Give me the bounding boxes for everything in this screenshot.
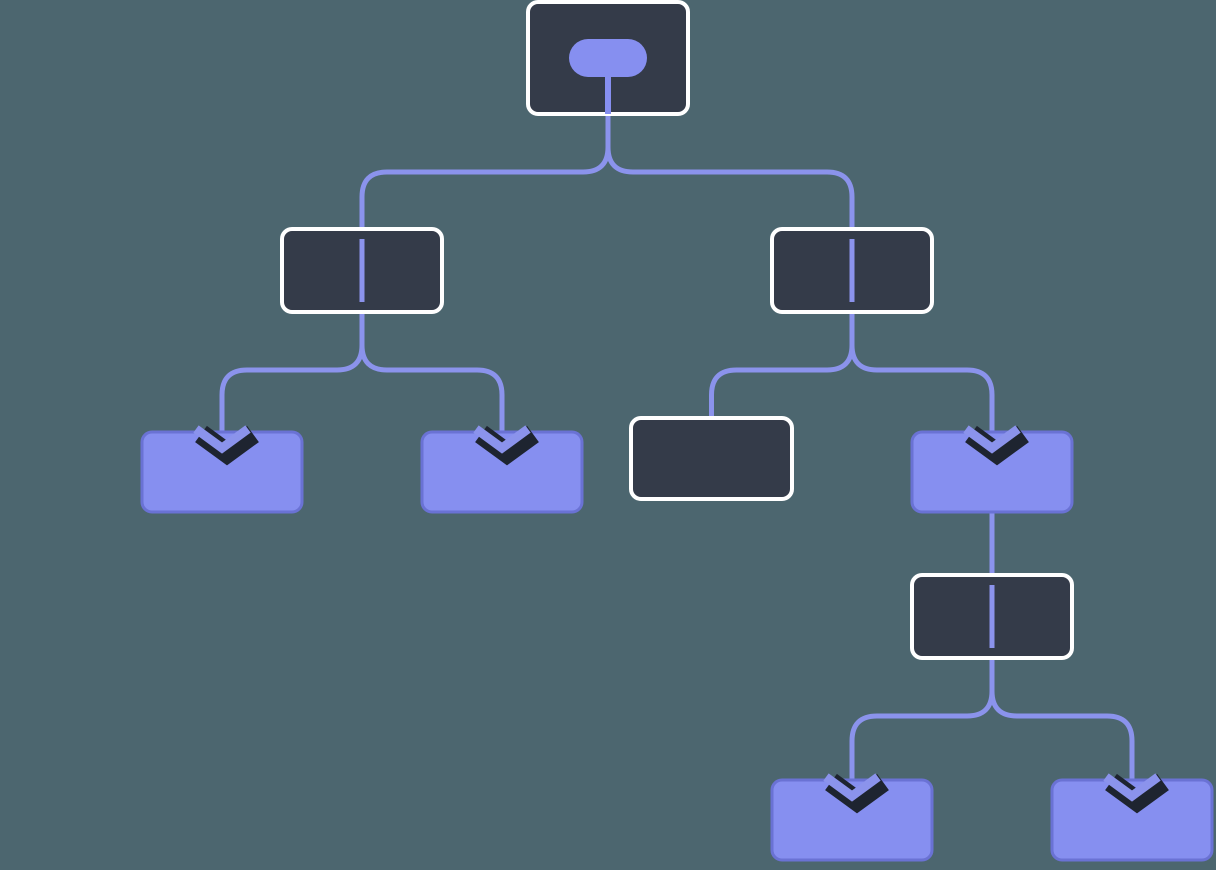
root-node[interactable] [528, 2, 688, 114]
dark-leaf-node-c[interactable] [631, 418, 792, 499]
edge-level1right-to-leaf-c[interactable] [712, 312, 853, 418]
edge-root-to-level1-right[interactable] [608, 114, 852, 229]
collapsed-pill-icon[interactable] [569, 39, 647, 77]
node-layer [142, 2, 1212, 860]
dark-leaf-node-c-box[interactable] [631, 418, 792, 499]
edge-root-to-level1-left[interactable] [362, 114, 608, 229]
